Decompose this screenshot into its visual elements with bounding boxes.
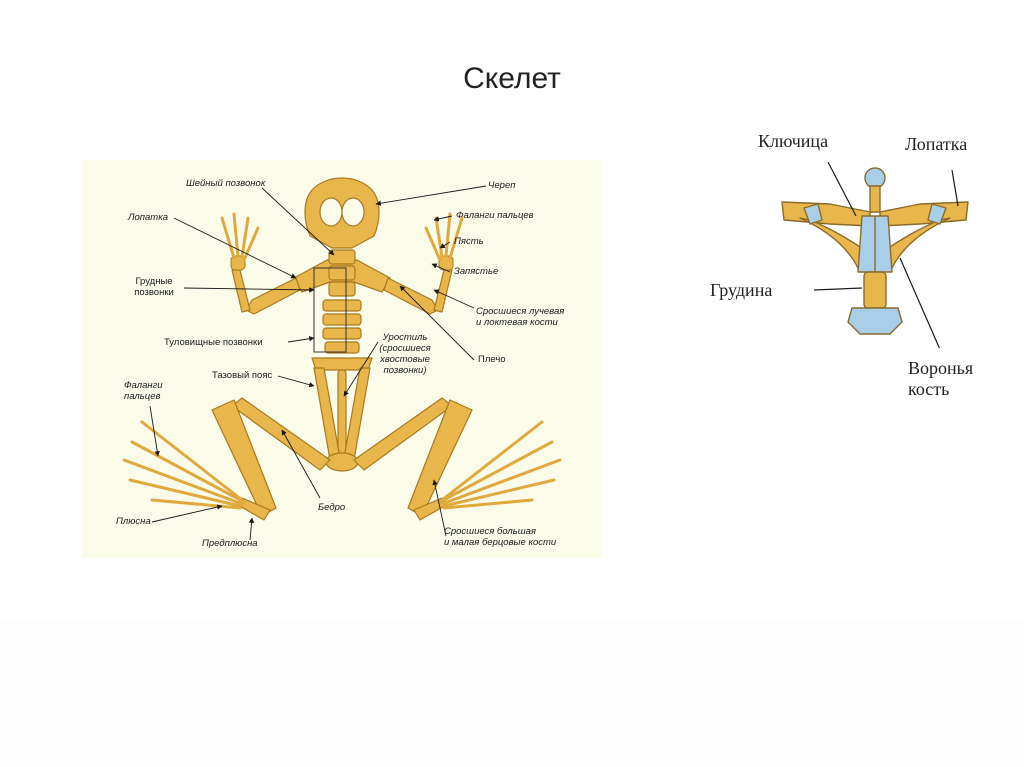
slide-footer-area — [0, 622, 1024, 767]
omosternum-bone — [865, 168, 885, 188]
vertebra — [323, 328, 361, 339]
humerus-bone — [384, 278, 438, 314]
finger-bone — [222, 218, 234, 258]
label-humerus: Плечо — [478, 354, 506, 365]
label-toe-phalanges-line-1: Фаланги — [124, 380, 163, 391]
label-wrist: Запястье — [454, 266, 498, 277]
leader-coracoid — [900, 258, 942, 348]
ilium-bone — [344, 368, 370, 460]
label-toe-phalanges-line-2: пальцев — [124, 391, 163, 402]
sternum-bone — [864, 272, 886, 308]
label-scapula: Лопатка — [128, 212, 168, 223]
vertebra — [329, 282, 355, 296]
leader-skull — [376, 186, 486, 204]
omosternum-stalk — [870, 186, 880, 212]
label-trunk-vertebrae: Туловищные позвонки — [164, 337, 263, 348]
vertebra — [323, 314, 361, 325]
leader-sternum — [814, 288, 862, 290]
label-urostyle-line-4: позвонки) — [372, 365, 438, 376]
slide-title: Скелет — [0, 62, 1024, 96]
vertebra — [329, 250, 355, 264]
leader-pelvic — [278, 376, 314, 386]
leader-tarsus — [250, 518, 252, 540]
label-tibiofibula: Сросшиеся большая и малая берцовые кости — [444, 526, 556, 548]
humerus-bone — [246, 278, 300, 314]
label-thoracic-line-2: позвонки — [124, 287, 184, 298]
urostyle-bone — [338, 370, 346, 460]
label-finger-phalanges: Фаланги пальцев — [456, 210, 534, 221]
vertebra — [325, 342, 359, 353]
label-cervical-vertebra: Шейный позвонок — [186, 178, 265, 189]
label-tibiofibula-line-2: и малая берцовые кости — [444, 537, 556, 548]
label-pelvic-girdle: Тазовый пояс — [212, 370, 272, 381]
xiphisternum-cartilage — [848, 308, 902, 334]
ilium-bone — [314, 368, 340, 460]
label-urostyle-line-1: Уростиль — [372, 332, 438, 343]
label-radioulna: Сросшиеся лучевая и локтевая кости — [476, 306, 564, 328]
label-coracoid-line-2: кость — [908, 379, 973, 400]
shoulder-girdle-illustration — [770, 158, 990, 348]
finger-bone — [234, 214, 238, 256]
label-coracoid: Воронья кость — [908, 358, 973, 400]
label-urostyle-line-2: (сросшиеся — [372, 343, 438, 354]
leader-trunk — [288, 338, 314, 342]
pelvis-bone — [326, 453, 358, 471]
finger-bone — [446, 214, 450, 256]
label-thoracic-line-1: Грудные — [124, 276, 184, 287]
label-coracoid-line-1: Воронья — [908, 358, 973, 379]
label-metatarsus: Плюсна — [116, 516, 151, 527]
clavicle-bone — [782, 202, 870, 226]
leader-scapula — [952, 170, 958, 206]
label-sternum: Грудина — [710, 280, 772, 301]
label-clavicle: Ключица — [758, 131, 828, 152]
label-thoracic-vertebrae: Грудные позвонки — [124, 276, 184, 298]
radioulna-bone — [232, 270, 250, 312]
label-tibiofibula-line-1: Сросшиеся большая — [444, 526, 556, 537]
leader-metatarsus — [152, 506, 222, 522]
label-shoulder-scapula: Лопатка — [905, 134, 967, 155]
label-toe-phalanges: Фаланги пальцев — [124, 380, 163, 402]
clavicle-bone — [880, 202, 968, 226]
label-skull: Череп — [488, 180, 515, 191]
label-radioulna-line-2: и локтевая кости — [476, 317, 564, 328]
label-tarsus: Предплюсна — [202, 538, 258, 549]
label-radioulna-line-1: Сросшиеся лучевая — [476, 306, 564, 317]
label-metacarpus: Пясть — [454, 236, 484, 247]
label-femur: Бедро — [318, 502, 345, 513]
label-urostyle-line-3: хвостовые — [372, 354, 438, 365]
vertebra — [323, 300, 361, 311]
label-urostyle: Уростиль (сросшиеся хвостовые позвонки) — [372, 332, 438, 376]
